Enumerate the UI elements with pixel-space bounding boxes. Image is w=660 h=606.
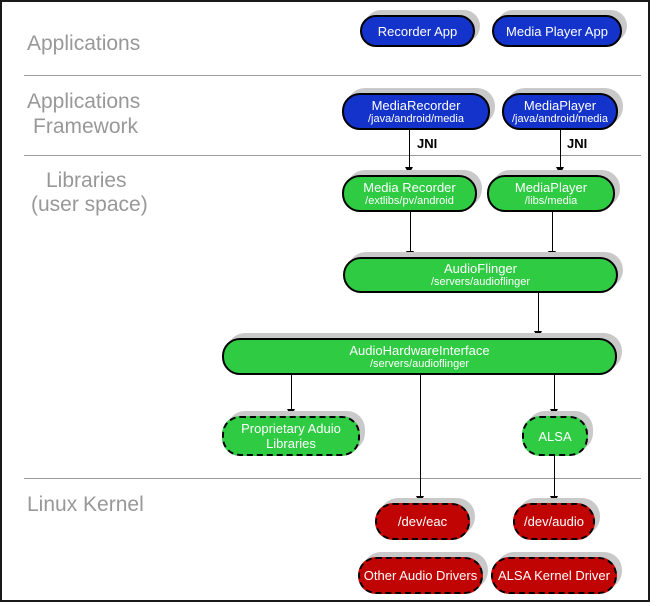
divider-applications-framework [24, 75, 641, 76]
jni-label-player: JNI [567, 136, 588, 151]
layer-label-applications: Applications [27, 32, 141, 55]
arrowhead-ahi-alsa [550, 409, 558, 416]
node-audiohardwareinterface: AudioHardwareInterface /servers/audiofli… [222, 338, 617, 375]
node-label: AudioHardwareInterface [349, 342, 490, 358]
arrowhead-audioflinger-ahi [534, 331, 542, 338]
node-mediaplayer-framework: MediaPlayer /java/android/media [502, 93, 618, 130]
node-path: /java/android/media [511, 112, 608, 125]
layer-label-libraries-line2: (user space) [31, 193, 148, 216]
layer-label-framework-line1: Applications [27, 90, 141, 113]
connector-recorderlib-audioflinger [410, 212, 411, 251]
node-alsa-kernel-driver: ALSA Kernel Driver [491, 557, 617, 594]
node-alsa: ALSA [522, 416, 588, 456]
arrowhead-alsa-devaudio [550, 496, 558, 503]
layer-label-framework-line2: Framework [33, 115, 139, 138]
node-audioflinger: AudioFlinger /servers/audioflinger [343, 257, 618, 293]
node-media-player-app: Media Player App [492, 15, 622, 47]
node-media-recorder-lib: Media Recorder /extlibs/pv/android [342, 175, 477, 212]
arrowhead-ahi-deveac [416, 496, 424, 503]
node-dev-eac: /dev/eac [375, 503, 470, 540]
node-label: MediaPlayer [514, 179, 588, 195]
arrowhead-jni-recorder [405, 167, 413, 174]
connector-ahi-alsa [554, 375, 555, 409]
node-label: /dev/audio [524, 514, 584, 529]
node-label: Proprietary Aduio Libraries [241, 421, 341, 451]
node-mediarecorder-framework: MediaRecorder /java/android/media [342, 93, 490, 130]
node-path: /libs/media [524, 194, 578, 207]
node-recorder-app: Recorder App [360, 15, 475, 47]
node-label: MediaRecorder [371, 97, 461, 113]
node-dev-audio: /dev/audio [513, 503, 595, 540]
connector-ahi-proprietary [291, 375, 292, 409]
connector-jni-player [560, 130, 561, 167]
connector-playerlib-audioflinger [552, 212, 553, 251]
node-path: /servers/audioflinger [369, 357, 470, 370]
node-path: /extlibs/pv/android [365, 194, 454, 207]
node-proprietary-audio-libraries: Proprietary Aduio Libraries [222, 416, 360, 456]
divider-libraries-kernel [24, 478, 641, 479]
layer-label-libraries-line1: Libraries [46, 169, 127, 192]
divider-framework-libraries [24, 155, 641, 156]
connector-audioflinger-ahi [538, 293, 539, 331]
node-label: Media Recorder [363, 179, 456, 195]
arrowhead-recorderlib-audioflinger [406, 251, 414, 258]
jni-label-recorder: JNI [417, 136, 438, 151]
node-label: ALSA [538, 428, 572, 444]
node-label: ALSA Kernel Driver [498, 568, 610, 583]
node-label: Other Audio Drivers [363, 568, 478, 583]
node-path: /java/android/media [367, 112, 464, 125]
node-other-audio-drivers: Other Audio Drivers [358, 557, 483, 594]
node-label: Media Player App [506, 23, 608, 39]
arrowhead-ahi-proprietary [287, 409, 295, 416]
node-path: /servers/audioflinger [430, 276, 531, 288]
node-mediaplayer-lib: MediaPlayer /libs/media [487, 175, 615, 212]
arrowhead-jni-player [556, 167, 564, 174]
connector-jni-recorder [409, 130, 410, 167]
layer-label-kernel: Linux Kernel [27, 493, 144, 516]
node-label: MediaPlayer [523, 97, 597, 113]
node-label: Recorder App [377, 23, 458, 39]
node-label: AudioFlinger [444, 261, 517, 276]
diagram-border [0, 0, 650, 602]
node-label: /dev/eac [397, 514, 448, 529]
connector-ahi-deveac [420, 375, 421, 496]
connector-alsa-devaudio [554, 456, 555, 496]
arrowhead-playerlib-audioflinger [548, 251, 556, 258]
